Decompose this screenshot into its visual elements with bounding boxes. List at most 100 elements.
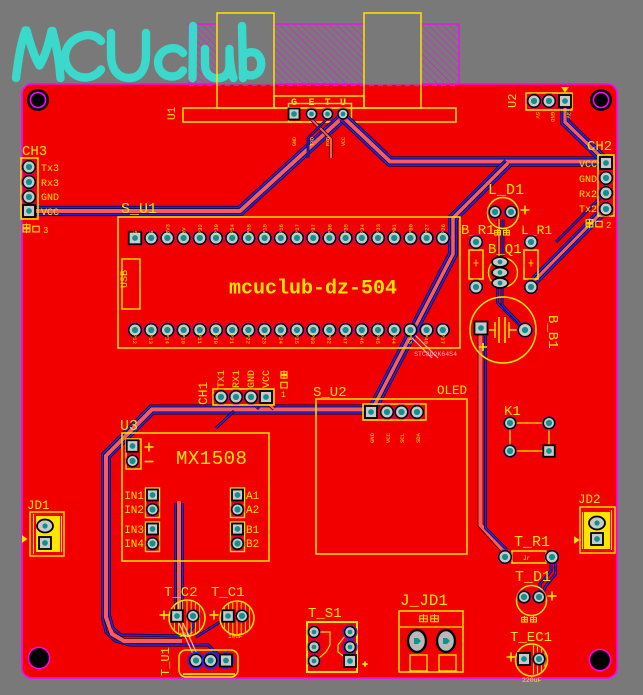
svg-text:1: 1 [281,391,286,400]
svg-text:P23: P23 [261,334,268,344]
svg-text:P44: P44 [390,334,397,345]
svg-text:P13: P13 [147,334,154,344]
svg-text:T: T [324,98,330,109]
svg-text:2: 2 [606,221,611,231]
svg-text:OLED: OLED [437,384,467,398]
svg-text:3: 3 [43,226,48,236]
svg-text:JD2: JD2 [578,493,601,507]
svg-text:5V: 5V [534,112,541,119]
svg-text:P01: P01 [391,223,398,234]
svg-text:T_D1: T_D1 [515,569,551,586]
svg-text:VCC: VCC [579,160,597,171]
svg-text:STC8G2K64S4: STC8G2K64S4 [414,351,457,358]
svg-text:RXD: RXD [326,137,332,146]
svg-text:B2: B2 [246,539,259,551]
svg-text:T_R1: T_R1 [514,534,550,551]
svg-text:B_Q1: B_Q1 [488,242,522,258]
svg-text:IN3: IN3 [124,525,144,537]
svg-text:B_R1: B_R1 [461,223,495,239]
svg-text:U3: U3 [120,418,138,435]
svg-text:TX1: TX1 [217,370,228,388]
svg-text:P36: P36 [326,224,333,234]
svg-text:P00: P00 [407,224,414,234]
svg-text:3V3: 3V3 [164,224,171,234]
svg-text:Rx3: Rx3 [41,179,59,190]
svg-text:P55: P55 [245,224,252,234]
svg-text:T_C1: T_C1 [211,585,245,601]
svg-text:P33: P33 [375,224,382,234]
svg-text:SDA: SDA [415,432,422,443]
svg-text:P24: P24 [277,334,284,345]
svg-text:P34: P34 [359,223,366,234]
svg-text:T_EC1: T_EC1 [510,630,552,646]
svg-text:P26: P26 [440,224,447,234]
svg-text:P10: P10 [180,334,187,344]
svg-text:IN2: IN2 [124,505,144,517]
svg-text:E: E [308,98,314,109]
svg-text:S_U1: S_U1 [121,201,157,218]
svg-text:T_S1: T_S1 [308,606,342,622]
svg-text:3V: 3V [565,112,572,119]
svg-text:P54: P54 [229,223,236,234]
svg-text:VCC: VCC [262,370,273,388]
svg-text:CH2: CH2 [587,139,612,155]
svg-text:220uF: 220uF [522,677,542,684]
svg-text:P35: P35 [343,224,350,234]
svg-text:T_U1: T_U1 [159,647,173,676]
svg-text:J_JD1: J_JD1 [400,592,448,610]
svg-text:mcuclub-dz-504: mcuclub-dz-504 [229,278,397,301]
svg-text:GND: GND [41,193,59,204]
svg-text:P43: P43 [406,334,413,344]
svg-text:U: U [340,98,346,109]
svg-text:B1: B1 [246,525,260,537]
svg-text:Rx2: Rx2 [579,190,597,201]
svg-text:P37: P37 [310,224,317,234]
svg-text:10uF: 10uF [179,632,194,639]
svg-text:A2: A2 [246,505,259,517]
svg-text:GND: GND [292,137,298,146]
svg-text:Tx2: Tx2 [579,205,597,216]
svg-text:P16: P16 [278,224,285,234]
svg-text:P27: P27 [424,224,431,234]
svg-text:P21: P21 [228,334,235,345]
svg-text:JD1: JD1 [27,499,50,513]
svg-text:VCC: VCC [41,208,59,219]
svg-text:B_B1: B_B1 [544,315,560,349]
svg-text:Tx3: Tx3 [41,164,59,175]
svg-text:GND: GND [369,432,376,443]
svg-text:U2: U2 [506,94,520,108]
svg-text:P47: P47 [342,334,349,344]
svg-text:G: G [291,98,297,109]
svg-text:P14: P14 [163,334,170,345]
svg-text:P45: P45 [374,334,381,344]
svg-text:P02: P02 [325,334,332,344]
svg-text:P20: P20 [212,334,219,344]
svg-text:GND: GND [579,175,597,186]
svg-text:P40: P40 [423,334,430,344]
svg-text:P11: P11 [196,334,203,345]
svg-text:Jr: Jr [523,555,531,562]
svg-text:T_C2: T_C2 [164,585,198,601]
svg-text:VCC: VCC [385,432,392,443]
svg-text:P03: P03 [309,334,316,344]
svg-text:G: G [148,231,155,234]
svg-text:P25: P25 [293,334,300,344]
svg-text:A1: A1 [246,491,260,503]
svg-text:P46: P46 [358,334,365,344]
svg-text:P32: P32 [197,224,204,234]
svg-text:U1: U1 [167,106,179,120]
svg-text:P12: P12 [131,334,138,344]
svg-text:L_D1: L_D1 [488,182,524,199]
svg-text:IN1: IN1 [124,491,144,503]
svg-text:P37: P37 [439,334,446,344]
svg-text:G: G [132,231,139,234]
svg-text:GND: GND [247,370,258,388]
svg-text:P15: P15 [262,224,269,234]
svg-text:USB: USB [120,270,131,288]
svg-text:SCL: SCL [399,433,406,443]
svg-text:GND: GND [549,112,556,123]
svg-text:MX1508: MX1508 [176,448,247,470]
svg-text:IN4: IN4 [124,539,144,551]
svg-text:P30: P30 [213,224,220,234]
svg-text:TXD: TXD [310,137,316,146]
